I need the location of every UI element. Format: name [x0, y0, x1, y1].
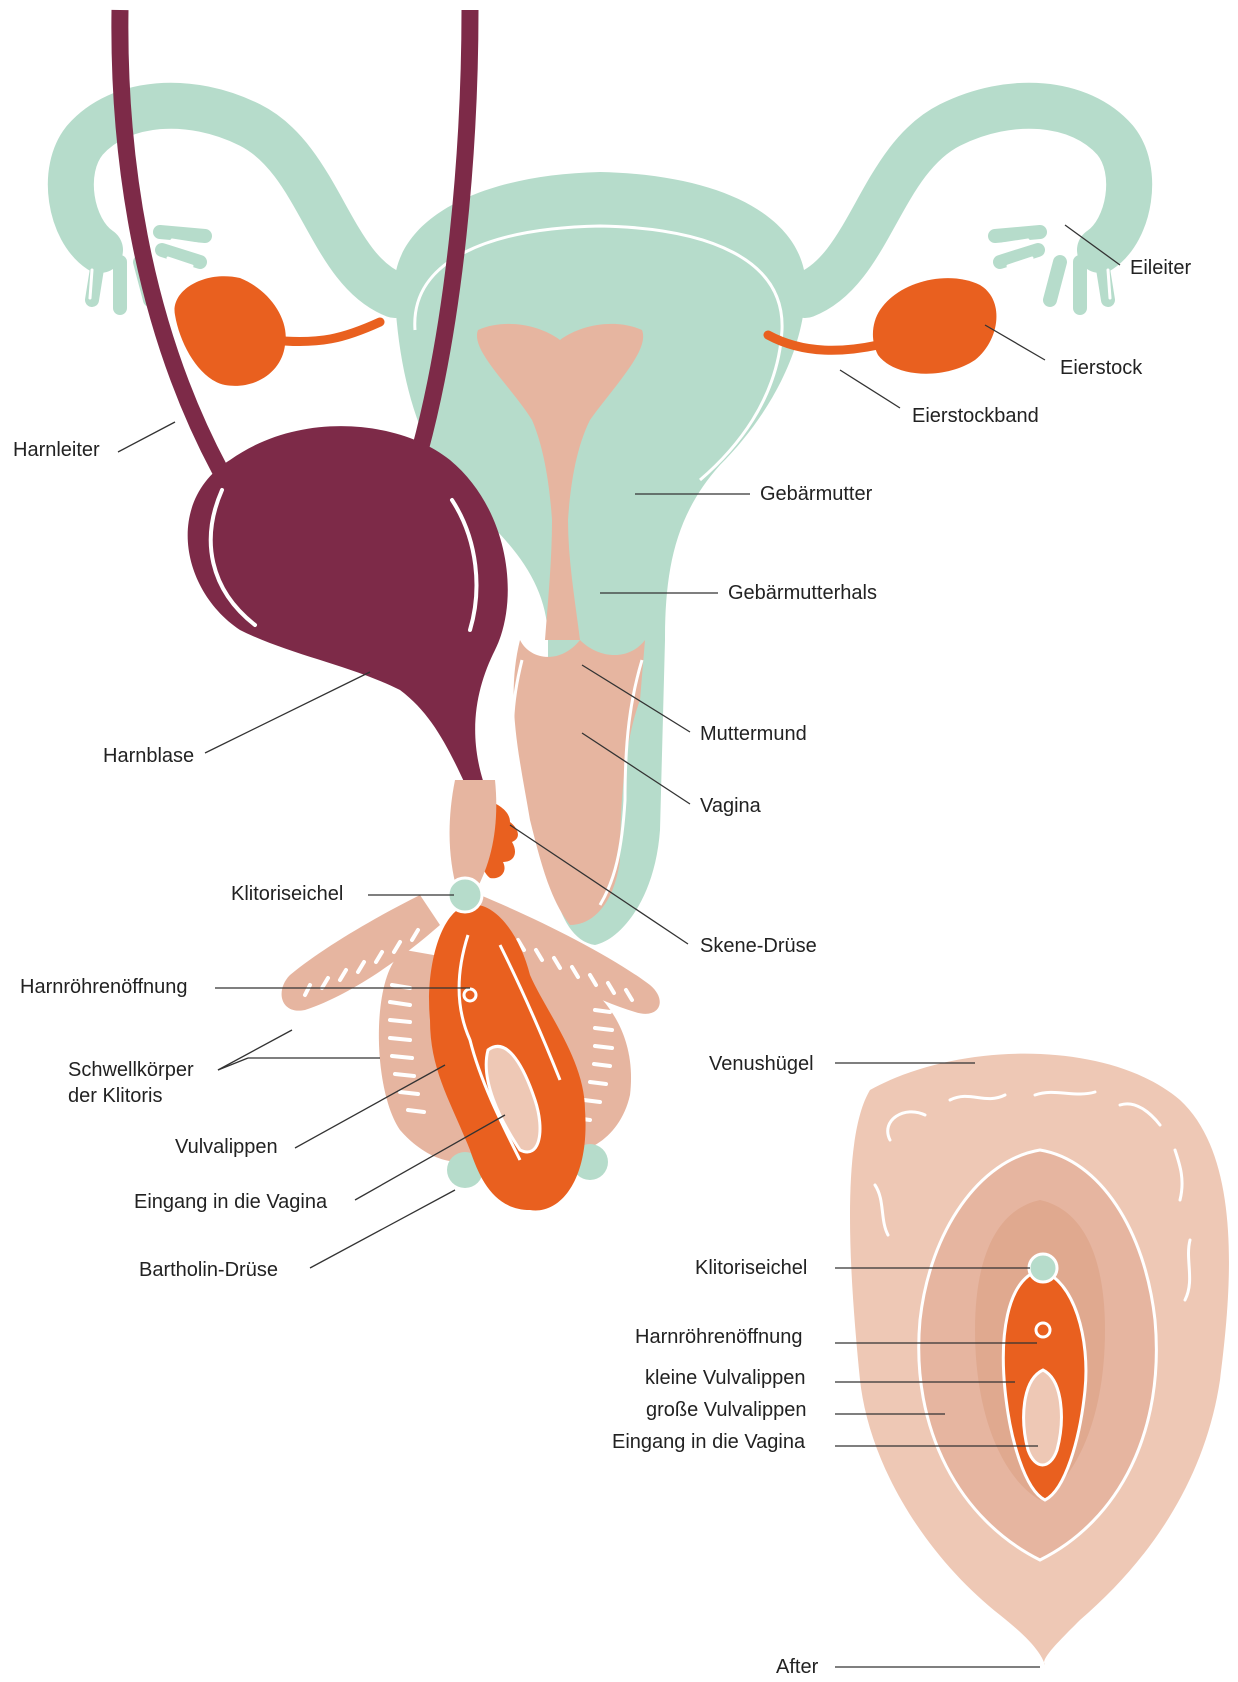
label-eileiter: Eileiter [1130, 256, 1191, 280]
bladder [188, 426, 508, 815]
label-harnroehrenoeffnung-2: Harnröhrenöffnung [635, 1325, 803, 1349]
label-eingang-vagina-2: Eingang in die Vagina [612, 1430, 805, 1454]
clitoral-glans-external [1029, 1254, 1057, 1282]
ovary-left [175, 276, 380, 386]
label-harnroehrenoeffnung: Harnröhrenöffnung [20, 975, 188, 999]
label-eingang-vagina: Eingang in die Vagina [134, 1190, 327, 1214]
label-vulvalippen: Vulvalippen [175, 1135, 278, 1159]
label-bartholin-druese: Bartholin-Drüse [139, 1258, 278, 1282]
label-schwellkoerper-1: Schwellkörper [68, 1058, 194, 1082]
label-vagina: Vagina [700, 794, 761, 818]
label-muttermund: Muttermund [700, 722, 807, 746]
label-after: After [776, 1655, 818, 1679]
label-grosse-vulvalippen: große Vulvalippen [646, 1398, 806, 1422]
label-gebaermutterhals: Gebärmutterhals [728, 581, 877, 605]
label-harnblase: Harnblase [103, 744, 194, 768]
label-schwellkoerper-2: der Klitoris [68, 1084, 162, 1108]
external-vulva [850, 1054, 1229, 1665]
label-eierstockband: Eierstockband [912, 404, 1039, 428]
label-venushuegel: Venushügel [709, 1052, 814, 1076]
label-klitoriseichel: Klitoriseichel [231, 882, 343, 906]
label-gebaermutter: Gebärmutter [760, 482, 872, 506]
label-harnleiter: Harnleiter [13, 438, 100, 462]
label-skene-druese: Skene-Drüse [700, 934, 817, 958]
label-eierstock: Eierstock [1060, 356, 1142, 380]
label-klitoriseichel-2: Klitoriseichel [695, 1256, 807, 1280]
label-kleine-vulvalippen: kleine Vulvalippen [645, 1366, 805, 1390]
